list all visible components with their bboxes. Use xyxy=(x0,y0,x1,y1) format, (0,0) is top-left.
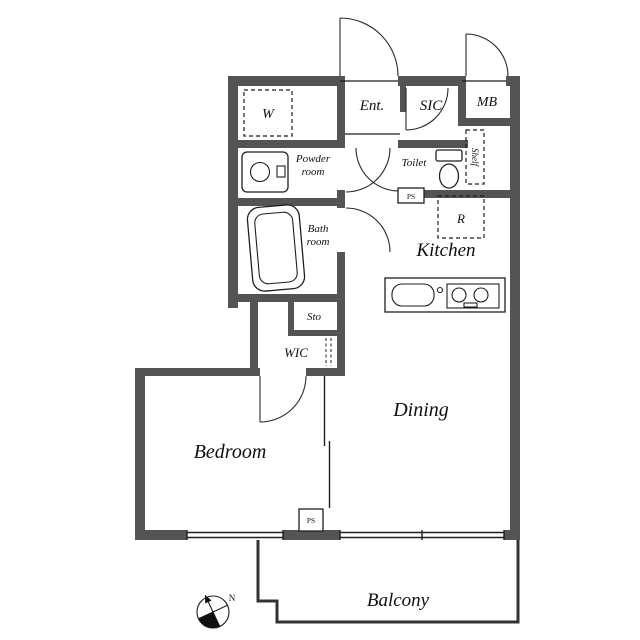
washer-outline xyxy=(243,89,293,137)
label-wic: WIC xyxy=(284,345,308,360)
label-bedroom: Bedroom xyxy=(194,441,267,463)
label-fridge: R xyxy=(456,211,465,226)
bathtub xyxy=(246,204,306,292)
label-north: N xyxy=(229,593,236,603)
bedroom-dining-slider xyxy=(323,376,331,508)
label-ps-lower: PS xyxy=(307,516,315,525)
toilet-fixture xyxy=(435,149,463,189)
label-kitchen: Kitchen xyxy=(415,240,475,261)
stove xyxy=(446,283,500,309)
balcony-outline xyxy=(256,540,520,624)
label-powder-line1: Powder xyxy=(295,153,331,165)
label-mb: MB xyxy=(476,95,498,110)
thin-lines xyxy=(323,80,506,508)
pipe-space-lower: PS xyxy=(298,508,324,532)
toilet-door-arc xyxy=(355,147,400,192)
wic-closet-doors xyxy=(325,338,332,366)
bathroom-door-arc xyxy=(345,207,391,253)
walls xyxy=(135,76,520,540)
label-storage: Sto xyxy=(307,311,322,323)
label-toilet: Toilet xyxy=(402,157,428,169)
label-washer: W xyxy=(262,107,275,122)
windows xyxy=(186,530,505,540)
kitchen-counter xyxy=(384,277,506,313)
bedroom-window xyxy=(186,530,284,540)
wic-door-arc xyxy=(259,375,307,423)
label-bath-line1: Bath xyxy=(308,223,329,235)
label-dining: Dining xyxy=(392,399,449,421)
burner-right xyxy=(473,287,489,303)
kitchen-sink xyxy=(391,283,435,307)
label-bath-line2: room xyxy=(307,236,330,248)
powder-sink xyxy=(241,151,289,193)
label-sic: SIC xyxy=(420,98,443,114)
label-shelf: Shelf xyxy=(470,148,480,167)
label-powder-line2: room xyxy=(302,166,325,178)
dashed-outlines xyxy=(243,89,485,366)
entrance-door-arc xyxy=(339,17,399,77)
dining-balcony-window xyxy=(339,530,505,540)
shelf-outline xyxy=(465,129,485,185)
grill xyxy=(463,302,478,308)
fixtures: PS PS xyxy=(241,149,506,532)
fridge-outline xyxy=(437,195,485,239)
burner-left xyxy=(451,287,467,303)
sic-door-arc xyxy=(405,87,449,131)
label-balcony: Balcony xyxy=(367,590,430,611)
powder-room-door-arc xyxy=(345,147,391,193)
label-ps-upper: PS xyxy=(407,192,415,201)
compass-icon: N xyxy=(196,593,236,629)
door-swings xyxy=(259,17,509,423)
label-entrance: Ent. xyxy=(359,98,385,114)
pipe-space-upper: PS xyxy=(397,187,425,204)
meterbox-door-arc xyxy=(465,33,509,77)
faucet xyxy=(436,286,444,294)
room-labels: Ent. SIC MB W Powder room Toilet Shelf B… xyxy=(194,95,498,611)
